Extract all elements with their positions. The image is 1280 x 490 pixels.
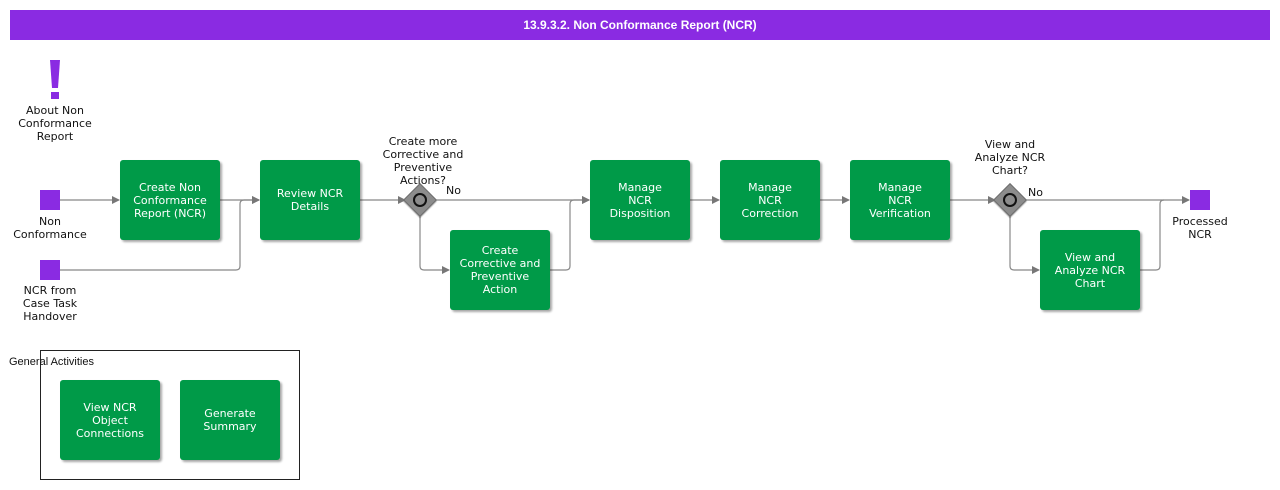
task-generate-summary[interactable]: Generate Summary <box>180 380 280 460</box>
task-review-ncr-details[interactable]: Review NCR Details <box>260 160 360 240</box>
gateway-more-actions-no-label: No <box>446 184 461 197</box>
flow-gateway2-to-analyze <box>1009 214 1040 274</box>
task-view-ncr-object-connections[interactable]: View NCR Object Connections <box>60 380 160 460</box>
start-event-ncr-handover <box>40 260 60 280</box>
start-event-non-conformance <box>40 190 60 210</box>
processed-ncr-label: Processed NCR <box>1172 215 1228 241</box>
task-manage-ncr-verification[interactable]: Manage NCR Verification <box>850 160 950 240</box>
ncr-handover-label: NCR from Case Task Handover <box>22 284 78 323</box>
general-activities-title: General Activities <box>9 356 94 368</box>
task-manage-ncr-correction[interactable]: Manage NCR Correction <box>720 160 820 240</box>
general-activities-group <box>40 350 300 480</box>
flow-capa-to-disposition <box>550 196 590 271</box>
gateway-circle-icon <box>413 193 427 207</box>
gateway-analyze-chart-no-label: No <box>1028 186 1043 199</box>
task-create-ncr[interactable]: Create Non Conformance Report (NCR) <box>120 160 220 240</box>
flow-analyze-to-end <box>1140 199 1165 271</box>
gateway-circle-icon <box>1003 193 1017 207</box>
task-manage-ncr-disposition[interactable]: Manage NCR Disposition <box>590 160 690 240</box>
gateway-analyze-chart-label: View and Analyze NCR Chart? <box>974 138 1046 177</box>
exclamation-icon <box>50 60 60 99</box>
diagram-title: 13.9.3.2. Non Conformance Report (NCR) <box>10 10 1270 40</box>
gateway-more-actions-label: Create more Corrective and Preventive Ac… <box>382 135 464 187</box>
task-create-capa[interactable]: Create Corrective and Preventive Action <box>450 230 550 310</box>
end-event-processed-ncr <box>1190 190 1210 210</box>
task-view-analyze-ncr-chart[interactable]: View and Analyze NCR Chart <box>1040 230 1140 310</box>
flow-gateway-to-capa <box>419 214 450 274</box>
about-ncr-label[interactable]: About Non Conformance Report <box>18 104 92 143</box>
non-conformance-label: Non Conformance <box>13 215 87 241</box>
